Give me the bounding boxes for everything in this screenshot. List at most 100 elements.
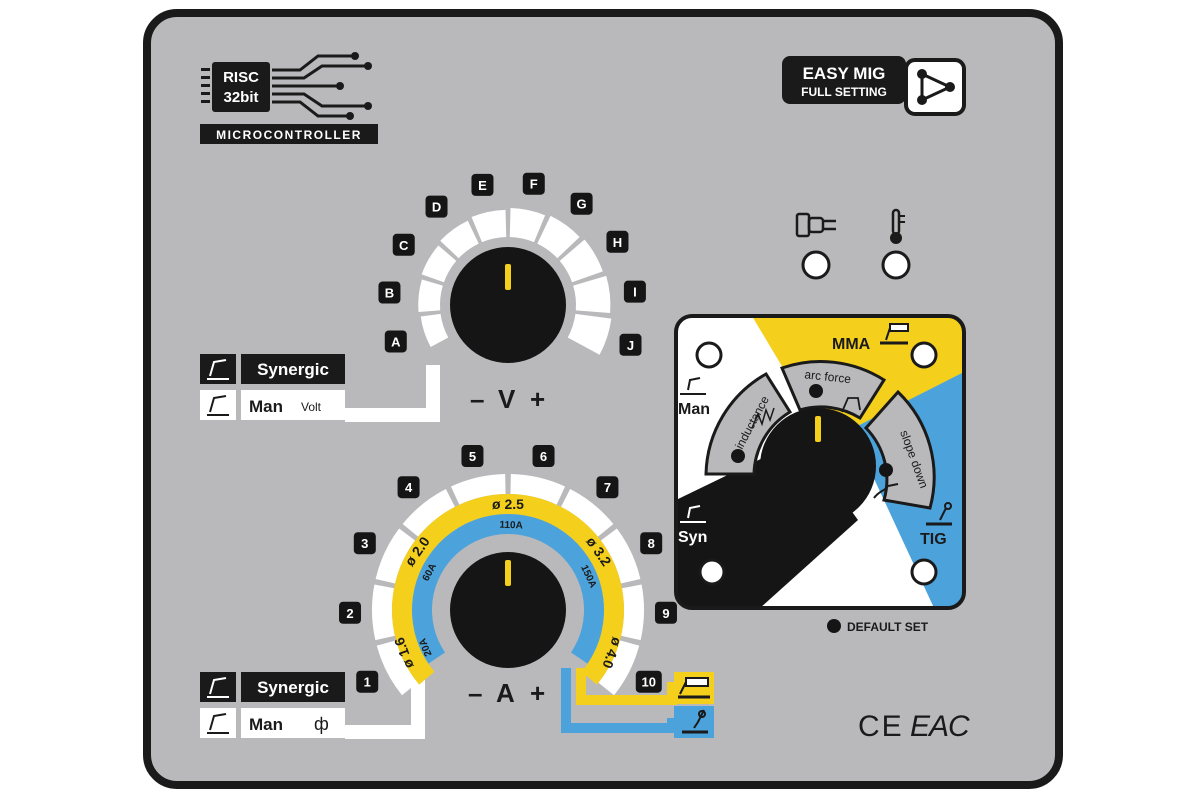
electrode-holder-icon-man [207,713,229,734]
voltage-man-label: Man [249,397,283,416]
eac-mark: EAC [910,710,970,743]
voltage-letter-j-text: J [627,338,634,353]
current-number-10: 10 [635,670,662,693]
easy-mig-button[interactable] [904,58,966,116]
current-number-2: 2 [339,601,362,624]
wire-size-band [392,494,624,685]
thermometer-icon [890,208,905,244]
mig-torch-icon [207,359,229,380]
voltage-letter-a: A [384,330,407,353]
current-man-unit: ф [314,714,329,734]
inductance-dot [731,449,745,463]
chip-body [212,62,270,112]
voltage-letter-g: G [570,192,593,215]
current-number-2-text: 2 [346,606,353,621]
slope-down-dot [879,463,893,477]
current-man-label: Man [249,715,283,734]
arc-force-icon [841,397,861,413]
current-number-3-text: 3 [361,536,368,551]
current-minus-label: – [468,678,482,708]
voltage-man-button[interactable] [241,390,345,420]
voltage-knob-pointer [505,264,511,290]
current-synergic-row: Synergic [200,672,345,702]
mma-mode-label: MMA [832,336,871,353]
triangle-nodes-icon [917,69,955,105]
voltage-synergic-button[interactable] [241,354,345,384]
voltage-scale-segment [421,245,457,283]
current-synergic-label: Synergic [257,678,329,697]
current-number-7: 7 [596,476,619,499]
voltage-letter-d: D [425,195,448,218]
amp-band [412,514,604,664]
power-indicator-led [801,250,831,280]
current-number-1: 1 [356,670,379,693]
voltage-plus-label: + [530,384,545,414]
voltage-letter-h-text: H [613,235,622,250]
yellow-lead [576,668,677,705]
tig-mode-label: TIG [920,531,947,548]
voltage-scale [418,208,612,355]
tig-mode-led [910,558,938,586]
current-knob[interactable] [450,552,566,668]
voltage-scale-segment [509,208,546,243]
voltage-letter-label: V [498,384,516,414]
current-scale [372,474,644,696]
current-synergic-button[interactable] [241,672,345,702]
mode-selector-knob[interactable] [760,408,876,524]
voltage-letter-i: I [623,280,646,303]
current-scale-segment [600,528,641,584]
current-man-row: Man ф [200,708,345,738]
current-number-6-text: 6 [540,449,547,464]
current-white-lead [345,680,425,739]
current-number-5-text: 5 [469,449,476,464]
easy-mig-title: EASY MIG [803,64,886,83]
voltage-letter-f: F [522,172,545,195]
man-mode-label: Man [678,401,710,418]
default-set-label: DEFAULT SET [847,620,929,634]
temperature-indicator-led [881,250,911,280]
default-set-dot [827,619,841,633]
current-number-9-text: 9 [662,606,669,621]
current-number-8-text: 8 [648,536,655,551]
current-number-labels: 1 2 3 4 5 6 7 8 9 10 [339,445,677,693]
voltage-synergic-label: Synergic [257,360,329,379]
current-scale-segment [561,489,614,537]
arc-force-label: arc force [804,367,852,386]
voltage-synergic-row: Synergic [200,354,345,384]
current-number-6: 6 [532,445,555,468]
voltage-letter-c-text: C [399,238,409,253]
voltage-scale-segment [471,209,507,243]
arc-force-dot [809,384,823,398]
ce-mark: CE [858,710,904,743]
current-man-button[interactable] [241,708,345,738]
wire-size-label: ø 2.5 [492,496,524,512]
voltage-letter-c: C [392,233,415,256]
current-number-3: 3 [353,532,376,555]
voltage-letter-b-text: B [385,286,394,301]
voltage-letter-i-text: I [633,285,637,300]
voltage-letter-a-text: A [391,334,401,349]
current-scale-segment [402,489,455,537]
voltage-letter-f-text: F [530,177,538,192]
voltage-man-unit: Volt [301,400,322,414]
voltage-scale-segment [440,220,479,259]
mma-mode-led [910,341,938,369]
voltage-letter-h: H [606,230,629,253]
current-number-7-text: 7 [604,480,611,495]
current-number-4-text: 4 [405,480,413,495]
voltage-scale-segment [537,215,580,259]
slope-down-band [863,389,936,510]
electrode-holder-icon [207,677,229,698]
current-scale-segment [621,584,644,641]
mma-mode-icon [880,323,909,345]
voltage-knob[interactable] [450,247,566,363]
current-letter-label: A [496,678,515,708]
syn-mode-icon [680,505,706,523]
voltage-letter-b: B [378,281,401,304]
current-number-4: 4 [397,476,420,499]
risc-chip-logo: RISC 32bit MICROCONTROLLER [200,52,378,144]
amp-label: 110A [499,520,523,532]
